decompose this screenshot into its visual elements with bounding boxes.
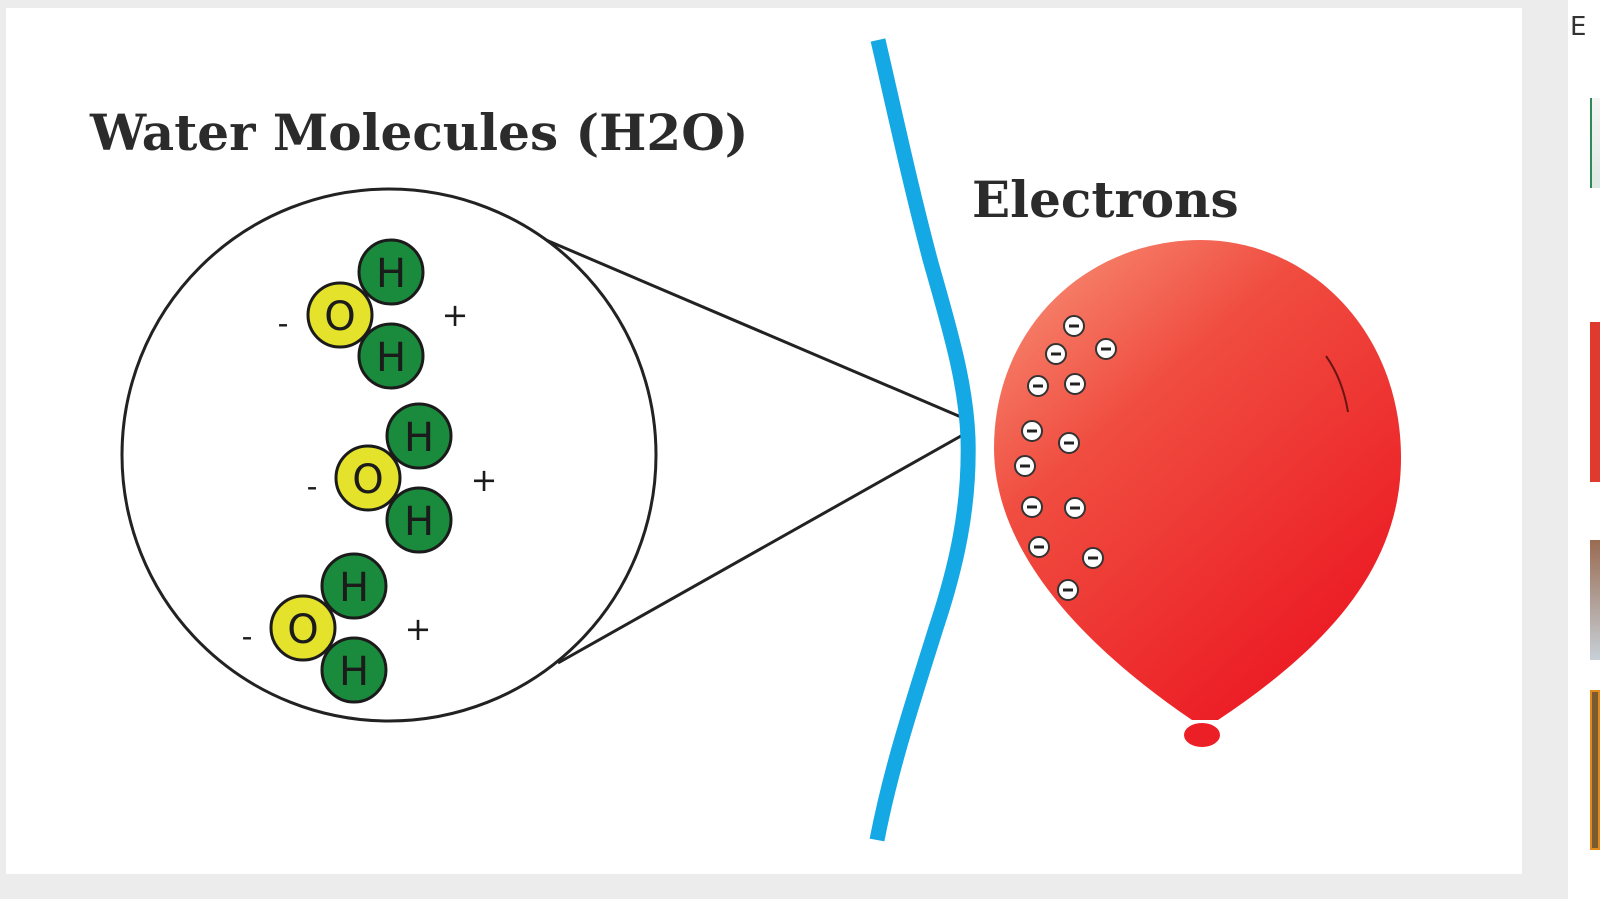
hydrogen-label-top: H bbox=[376, 251, 406, 297]
thumbnail-2[interactable] bbox=[1590, 322, 1600, 482]
molecules-layer: HHO-+HHO-+HHO-+ bbox=[242, 238, 498, 704]
hydrogen-label-bottom: H bbox=[376, 335, 406, 381]
electron bbox=[1014, 455, 1036, 477]
electrons-label: Electrons bbox=[972, 170, 1239, 229]
water-molecule-2: HHO- + bbox=[307, 402, 498, 554]
oxygen-label: O bbox=[287, 607, 318, 653]
electron bbox=[1064, 497, 1086, 519]
water-molecule-1: HHO- + bbox=[278, 238, 469, 390]
electron bbox=[1021, 496, 1043, 518]
hydrogen-atom-top bbox=[385, 402, 453, 470]
positive-charge-sign: + bbox=[405, 610, 432, 648]
electron bbox=[1063, 315, 1085, 337]
sidebar-glyph: E bbox=[1570, 12, 1587, 42]
electron bbox=[1064, 373, 1086, 395]
hydrogen-atom-top bbox=[320, 552, 388, 620]
electron bbox=[1082, 547, 1104, 569]
hydrogen-label-top: H bbox=[339, 565, 369, 611]
diagram-title: Water Molecules (H2O) bbox=[89, 103, 748, 162]
positive-charge-sign: + bbox=[471, 461, 498, 499]
electron bbox=[1058, 432, 1080, 454]
thumbnail-4[interactable] bbox=[1590, 690, 1600, 850]
negative-charge-sign: - bbox=[307, 470, 318, 505]
zoom-line-top bbox=[545, 238, 969, 422]
oxygen-atom bbox=[306, 281, 374, 349]
electron bbox=[1028, 536, 1050, 558]
hydrogen-atom-bottom bbox=[385, 486, 453, 554]
electron bbox=[1027, 375, 1049, 397]
hydrogen-atom-top bbox=[357, 238, 425, 306]
balloon-knot bbox=[1184, 723, 1220, 747]
hydrogen-label-bottom: H bbox=[339, 649, 369, 695]
oxygen-atom bbox=[269, 594, 337, 662]
water-stream bbox=[869, 38, 976, 842]
balloon bbox=[994, 240, 1401, 720]
hydrogen-label-bottom: H bbox=[404, 499, 434, 545]
oxygen-label: O bbox=[324, 294, 355, 340]
thumbnail-3[interactable] bbox=[1590, 540, 1600, 660]
hydrogen-atom-bottom bbox=[357, 322, 425, 390]
electron bbox=[1045, 343, 1067, 365]
oxygen-label: O bbox=[352, 457, 383, 503]
hydrogen-label-top: H bbox=[404, 415, 434, 461]
hydrogen-atom-bottom bbox=[320, 636, 388, 704]
oxygen-atom bbox=[334, 444, 402, 512]
zoom-line-bottom bbox=[557, 430, 969, 665]
electron bbox=[1057, 579, 1079, 601]
water-molecule-3: HHO- + bbox=[242, 552, 432, 704]
electron bbox=[1021, 420, 1043, 442]
negative-charge-sign: - bbox=[242, 620, 253, 655]
balloon-highlight bbox=[1325, 355, 1349, 413]
electrons-layer bbox=[1014, 315, 1117, 601]
negative-charge-sign: - bbox=[278, 307, 289, 342]
static-electricity-diagram: Water Molecules (H2O) Electrons HHO-+HHO… bbox=[89, 38, 1401, 842]
electron bbox=[1095, 338, 1117, 360]
positive-charge-sign: + bbox=[442, 296, 469, 334]
thumbnail-1[interactable] bbox=[1590, 98, 1600, 188]
